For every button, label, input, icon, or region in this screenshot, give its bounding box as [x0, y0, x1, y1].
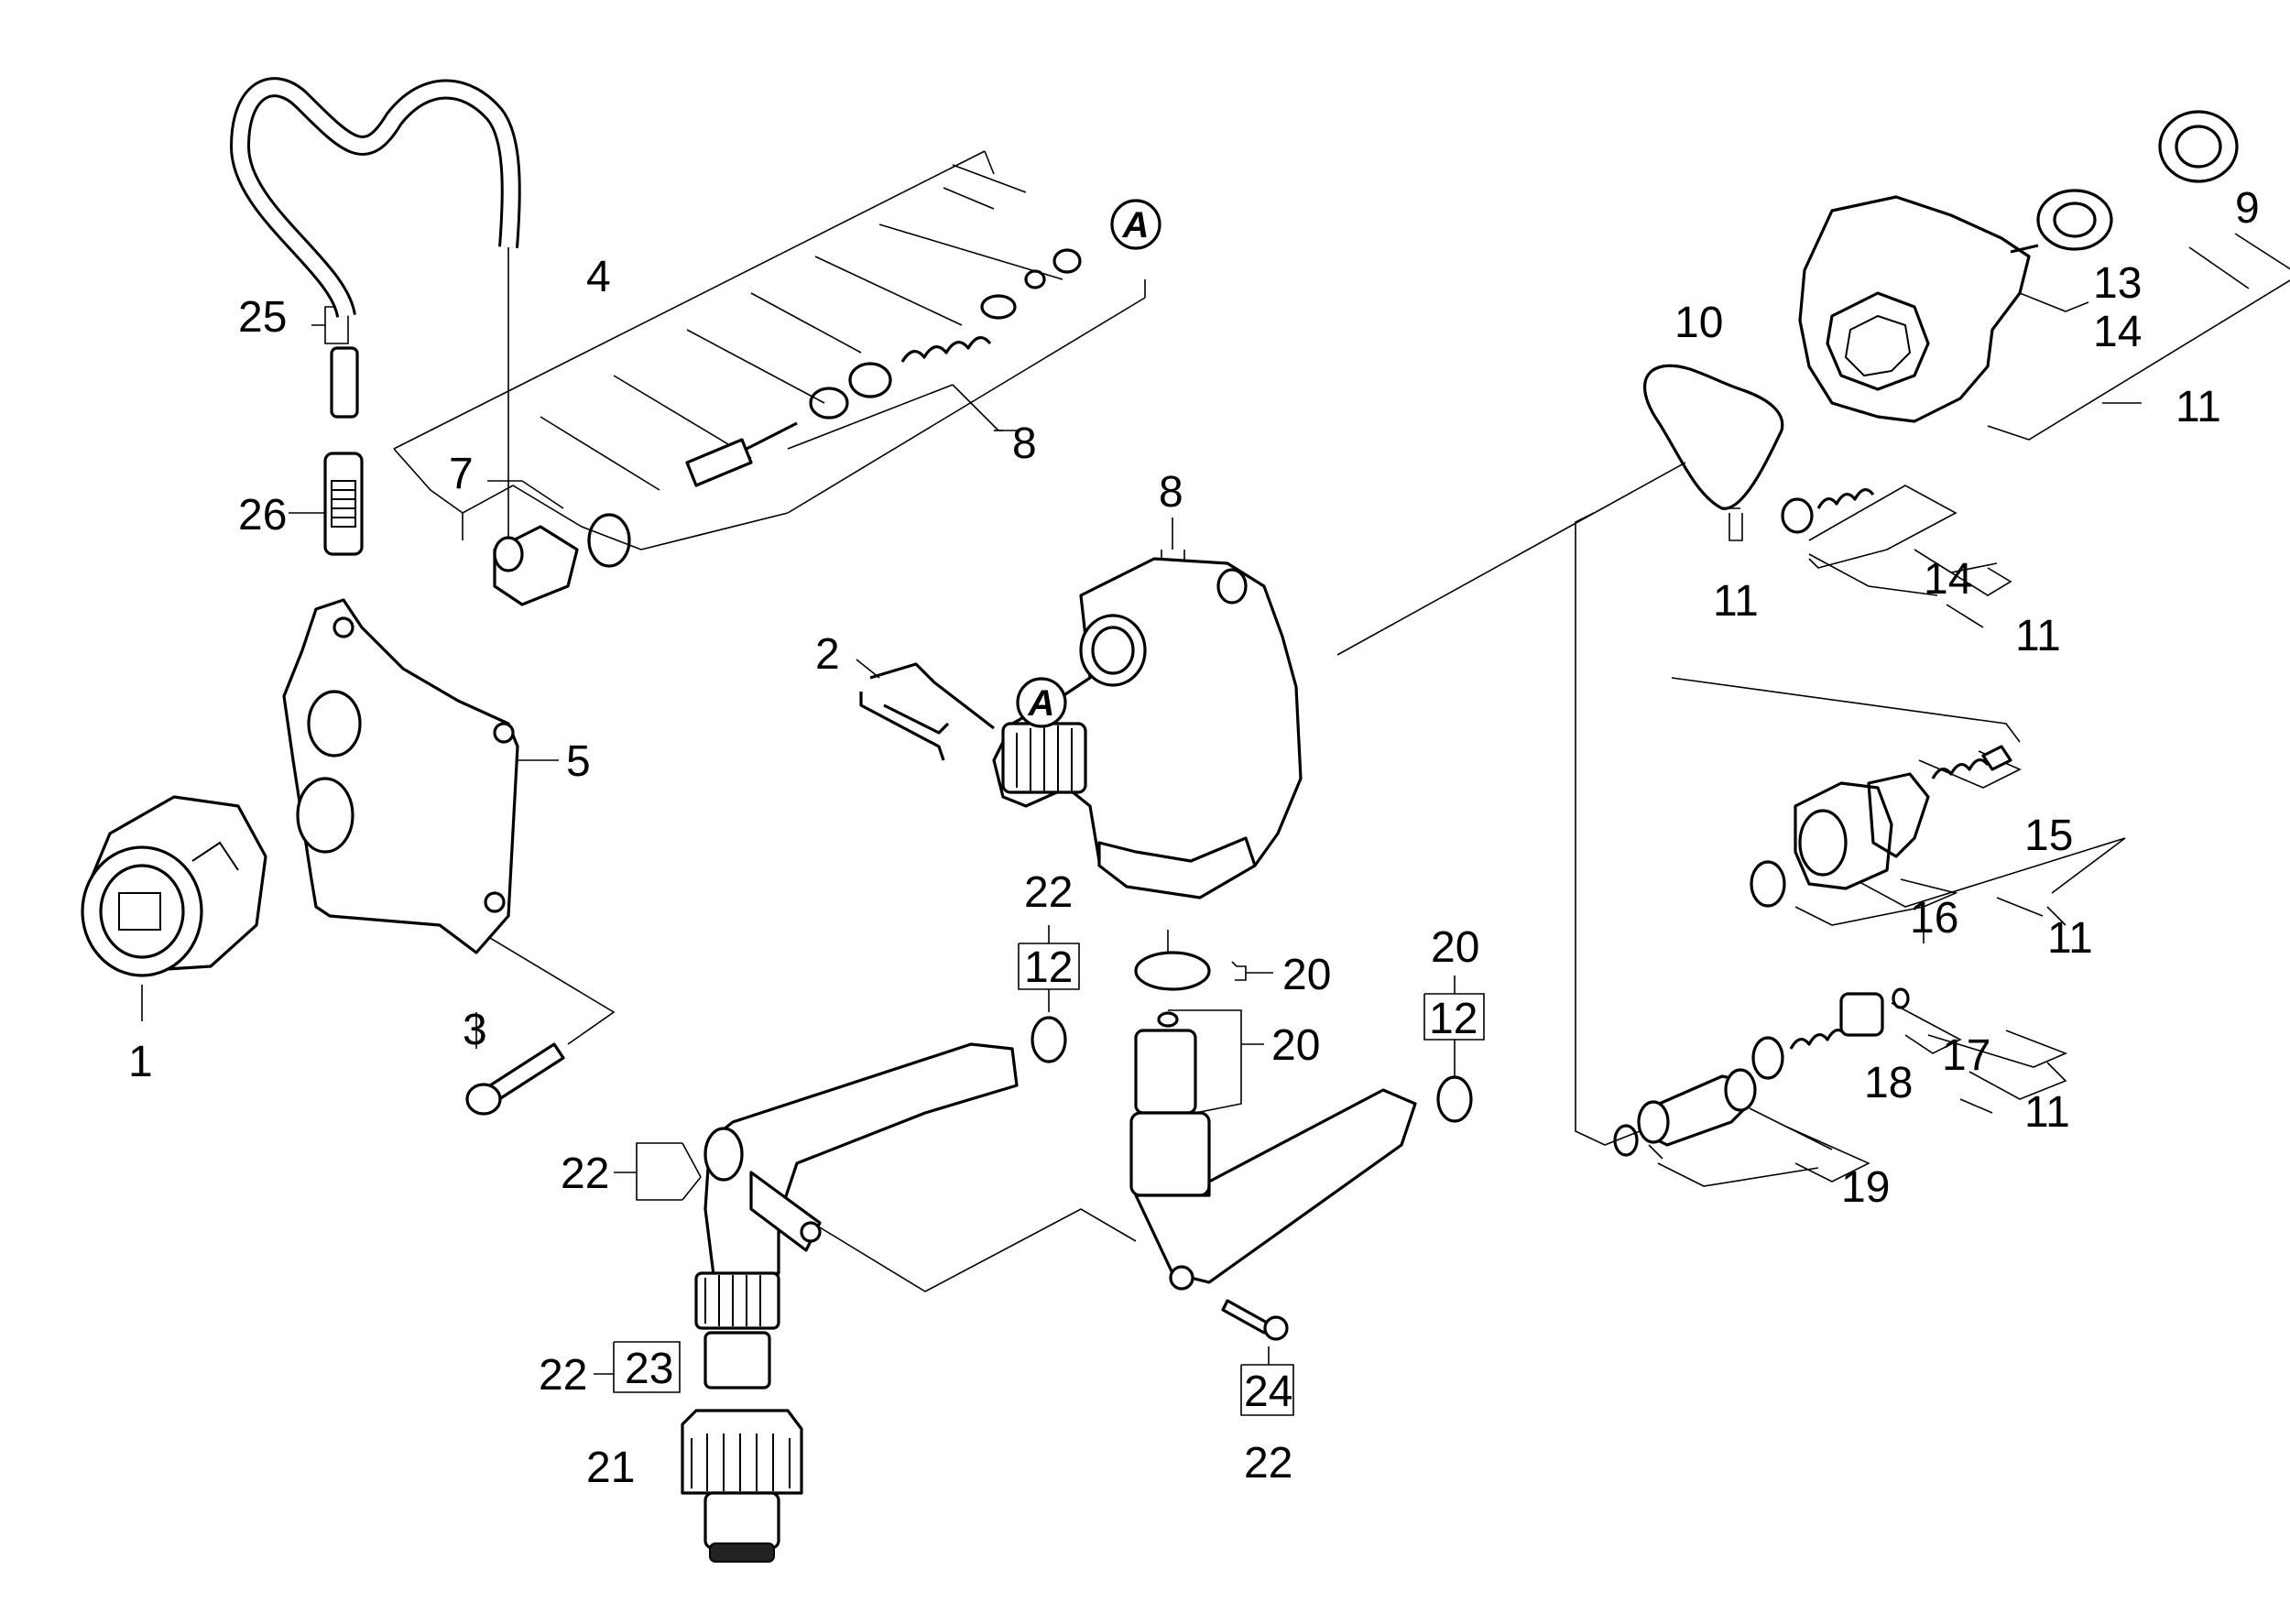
callout-16: 16 [1910, 894, 1958, 943]
part-screw [1221, 1299, 1289, 1341]
callout-11-assembly: 11 [2047, 914, 2093, 963]
callout-12-right: 12 [1429, 995, 1478, 1043]
callout-20-oring: 20 [1282, 951, 1331, 999]
callout-25: 25 [238, 293, 287, 342]
callout-22-bottom: 22 [1244, 1439, 1292, 1488]
callout-9: 9 [2235, 184, 2260, 233]
callout-19: 19 [1841, 1163, 1890, 1212]
reference-letter: A [1028, 683, 1055, 724]
part-filter [323, 452, 364, 556]
part-pump-body [992, 557, 1303, 899]
callout-17: 17 [1942, 1031, 1990, 1080]
callout-5: 5 [566, 737, 591, 786]
callout-14-head: 14 [2093, 308, 2142, 356]
reference-callout-a-lower: A [1016, 677, 1067, 728]
callout-12-left: 12 [1024, 943, 1073, 992]
part-o-ring [1030, 1016, 1067, 1063]
part-piston [685, 248, 1082, 487]
callout-3: 3 [463, 1006, 487, 1054]
callout-11-check: 11 [2024, 1088, 2070, 1137]
callout-14-valve: 14 [1924, 555, 1972, 604]
part-gasket [1643, 364, 1784, 510]
callout-1: 1 [128, 1038, 153, 1086]
reference-callout-a-upper: A [1110, 199, 1161, 250]
callout-24: 24 [1244, 1368, 1292, 1416]
callout-22-strainer: 22 [539, 1351, 587, 1400]
callout-18: 18 [1864, 1059, 1913, 1107]
part-end-cap [2158, 110, 2239, 183]
callout-21: 21 [586, 1444, 635, 1492]
part-hose-connector [681, 1409, 803, 1563]
callout-20-top: 20 [1431, 923, 1479, 972]
part-o-ring [1157, 1011, 1179, 1028]
part-outlet-pipe [1129, 1029, 1417, 1291]
part-valve-head [1798, 195, 2031, 423]
callout-15: 15 [2024, 812, 2073, 860]
callout-23: 23 [625, 1345, 673, 1393]
callout-26: 26 [238, 491, 287, 540]
part-coupling [81, 795, 267, 977]
reference-letter: A [1122, 205, 1150, 245]
part-screw [465, 1042, 565, 1116]
part-inlet-pipe [694, 1042, 1019, 1330]
callout-8-body: 8 [1159, 468, 1183, 517]
part-valve-assembly [1750, 745, 2012, 908]
callout-2: 2 [815, 630, 840, 679]
callout-20-small: 20 [1271, 1021, 1320, 1070]
callout-11-valve: 11 [2015, 612, 2061, 660]
part-check-valve [1613, 987, 1910, 1157]
callout-13: 13 [2093, 259, 2142, 308]
part-o-ring [1436, 1075, 1473, 1123]
part-strainer [703, 1331, 771, 1390]
part-hose [230, 77, 521, 319]
callout-labels: 1 2 3 4 5 7 8 8 9 10 11 11 11 11 11 12 1… [128, 184, 2260, 1492]
parts: A [81, 77, 2239, 1563]
callout-8-kit: 8 [1012, 420, 1037, 468]
callout-22-top: 22 [1024, 868, 1073, 917]
part-cap [2010, 189, 2113, 254]
callout-7: 7 [449, 450, 474, 498]
callout-10: 10 [1674, 299, 1723, 347]
part-cover [282, 598, 519, 954]
callout-4: 4 [586, 253, 611, 301]
part-clip [859, 662, 995, 761]
callout-11-head: 11 [2176, 383, 2221, 431]
callout-22-left: 22 [561, 1150, 609, 1198]
part-valve-small [1781, 488, 1875, 534]
callout-11-gasket: 11 [1713, 577, 1759, 626]
part-o-ring [1134, 951, 1211, 991]
part-valve-plug [493, 513, 631, 606]
